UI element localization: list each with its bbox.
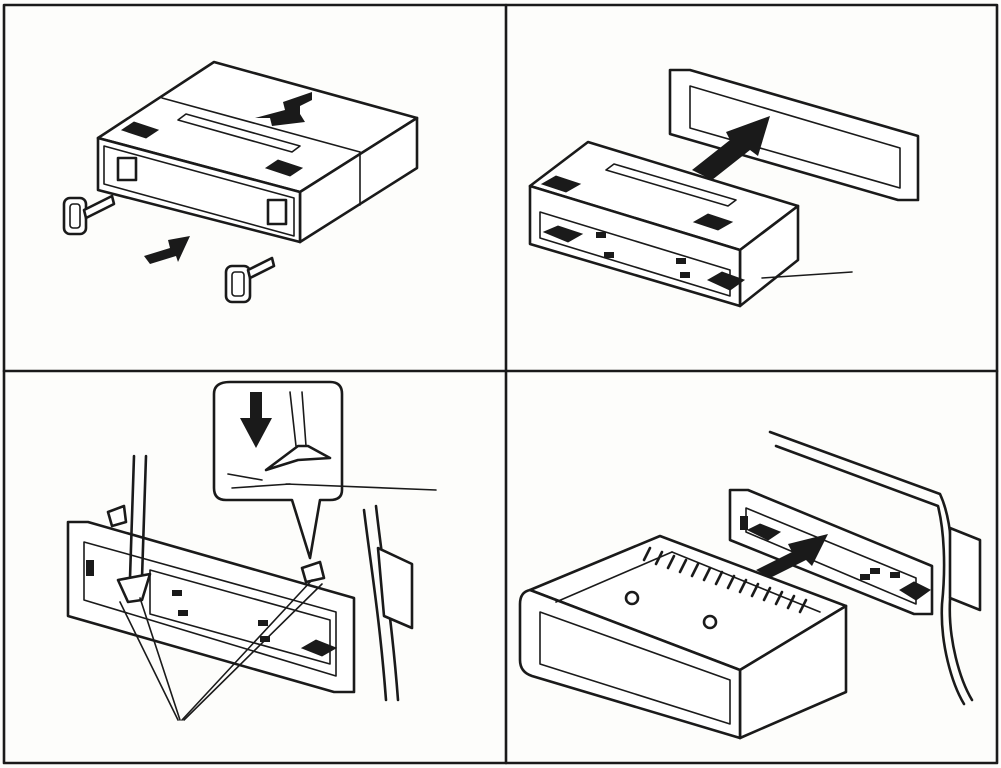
release-key-right-icon (224, 256, 276, 304)
sleeve-in-dashboard-icon (66, 520, 356, 694)
release-key-left-icon (62, 194, 116, 236)
dashboard-panel-icon (768, 430, 982, 706)
down-arrow-icon (240, 392, 272, 448)
vent-slots (642, 546, 808, 614)
panel-insert-unit (518, 430, 982, 740)
pointer-lines (119, 579, 323, 721)
push-in-arrow-icon (144, 236, 190, 264)
magnified-callout-icon (212, 380, 437, 560)
panel-remove-unit (62, 60, 419, 304)
mounting-sleeve-icon (528, 140, 800, 308)
pull-out-arrow-icon (255, 92, 312, 126)
radio-unit-icon (518, 534, 848, 740)
mounted-sleeve-icon (728, 488, 934, 616)
panel-grid (2, 3, 999, 765)
lift-off-arrow-icon (692, 116, 770, 180)
insert-arrow-icon (756, 534, 828, 578)
panel-remove-trim-frame (528, 68, 920, 308)
trim-frame-icon (668, 68, 920, 202)
radio-unit-icon (96, 60, 419, 244)
panel-bend-tabs (66, 380, 437, 721)
leader-line (761, 271, 853, 279)
screwdriver-icon (116, 454, 152, 604)
